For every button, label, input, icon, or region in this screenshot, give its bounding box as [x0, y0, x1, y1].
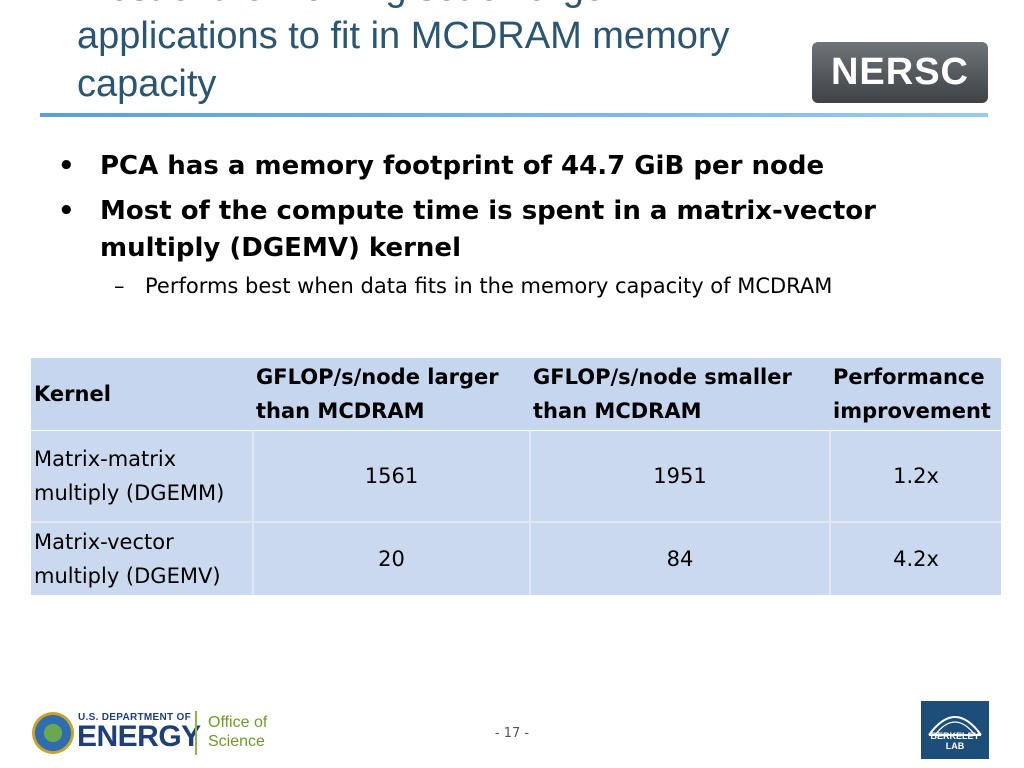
- bullet-text: Most of the compute time is spent in a m…: [100, 196, 876, 263]
- bullet-item: • Most of the compute time is spent in a…: [58, 193, 958, 267]
- slide-title: Most of the working set of large applica…: [77, 0, 797, 108]
- doe-energy-text: ENERGY: [77, 720, 201, 753]
- doe-office-of-science-logo: U.S. DEPARTMENT OF ENERGY Office of Scie…: [32, 709, 277, 757]
- table-header-row: Kernel GFLOP/s/node larger than MCDRAM G…: [31, 358, 1001, 431]
- bullet-text: PCA has a memory footprint of 44.7 GiB p…: [100, 151, 825, 181]
- cell-kernel: Matrix-vector multiply (DGEMV): [31, 521, 254, 595]
- cell-improvement: 1.2x: [830, 430, 1001, 522]
- berkeley-lab-logo: BERKELEY LAB: [921, 701, 989, 759]
- bullet-dot-icon: •: [58, 196, 75, 226]
- slide-title-partial-line: Most of the working set of large: [77, 0, 797, 12]
- slide-title-line-3: capacity: [77, 63, 217, 105]
- page-number: - 17 -: [494, 726, 530, 741]
- nersc-logo-text: NERSC: [830, 51, 970, 93]
- doe-seal-icon: [32, 712, 74, 754]
- berkeley-building-icon: [928, 716, 982, 736]
- bullet-dot-icon: •: [58, 151, 75, 181]
- header-larger: GFLOP/s/node larger than MCDRAM: [253, 358, 530, 431]
- header-improvement: Performance improvement: [830, 358, 1001, 431]
- table-row: Matrix-vector multiply (DGEMV) 20 84 4.2…: [31, 521, 1001, 595]
- cell-improvement: 4.2x: [830, 521, 1001, 595]
- header-kernel: Kernel: [31, 358, 253, 431]
- nersc-logo: NERSC: [812, 42, 988, 103]
- office-of-science-text: Office of Science: [208, 714, 268, 750]
- cell-kernel: Matrix-matrix multiply (DGEMM): [31, 430, 254, 522]
- berkeley-lab-text: BERKELEY LAB: [930, 731, 980, 751]
- cell-smaller: 1951: [530, 430, 831, 522]
- table-row: Matrix-matrix multiply (DGEMM) 1561 1951…: [31, 430, 1001, 522]
- performance-table: Kernel GFLOP/s/node larger than MCDRAM G…: [31, 358, 1001, 595]
- sub-bullet-item: – Performs best when data fits in the me…: [58, 271, 958, 301]
- cell-larger: 1561: [253, 430, 531, 522]
- cell-larger: 20: [253, 521, 531, 595]
- logo-divider: [195, 711, 197, 755]
- sub-bullet-text: Performs best when data fits in the memo…: [145, 274, 833, 298]
- slide-title-line-2: applications to fit in MCDRAM memory: [77, 15, 730, 57]
- cell-smaller: 84: [530, 521, 831, 595]
- title-divider: [40, 113, 988, 117]
- header-smaller: GFLOP/s/node smaller than MCDRAM: [530, 358, 830, 431]
- dash-icon: –: [114, 274, 125, 298]
- bullet-list: • PCA has a memory footprint of 44.7 GiB…: [58, 148, 958, 301]
- bullet-item: • PCA has a memory footprint of 44.7 GiB…: [58, 148, 958, 185]
- doe-department-text: U.S. DEPARTMENT OF: [78, 712, 191, 723]
